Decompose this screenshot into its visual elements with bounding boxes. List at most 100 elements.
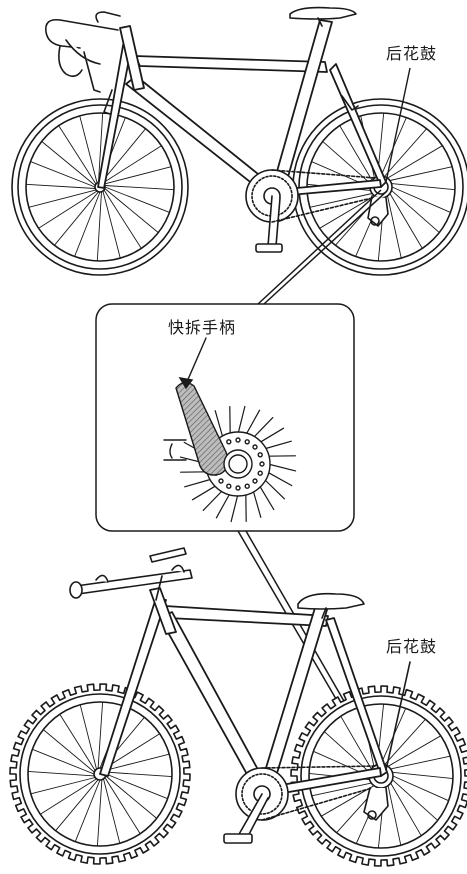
spoke [104,753,170,771]
mtb-hub-pointer [385,661,411,771]
spoke [389,193,423,249]
spoke [103,778,121,844]
spoke [387,735,442,767]
flange-hole [252,478,258,484]
mtb-rear-hub-label: 后花鼓 [386,637,438,656]
spoke [391,779,439,821]
spoke [55,779,99,832]
closeup-spoke [245,409,261,436]
spoke [105,773,169,800]
quick-release-lever-label: 快拆手柄 [168,318,237,337]
road-frame [97,19,387,199]
mtb-saddle [297,592,365,610]
spoke [59,713,96,771]
spoke [104,186,170,213]
mtb-chain [261,765,377,821]
closeup-spoke [263,478,285,500]
spoke [102,190,121,259]
spoke [74,779,101,843]
spoke [104,188,159,234]
spoke [30,161,96,188]
spoke [387,195,402,259]
spoke [25,183,96,189]
flange-hole [226,483,232,489]
spoke [38,190,98,229]
spoke [309,193,373,208]
spoke [340,715,372,770]
spoke [391,771,454,780]
spoke [392,775,450,802]
spoke [53,191,99,246]
spoke [389,166,453,181]
closeup-spoke [258,427,285,444]
closeup-spoke [202,489,224,511]
spoke [104,777,141,835]
spoke [319,195,375,229]
flange-hole [252,444,258,450]
closeup-spoke [252,489,262,518]
spoke [96,191,102,262]
flange-hole [259,461,265,467]
spoke [98,112,104,183]
closeup-spoke [184,478,213,488]
spoke [74,191,101,257]
spoke [105,775,158,819]
closeup-spoke [191,484,218,501]
spoke [79,115,98,184]
flange-hole [257,452,263,458]
spoke [28,189,97,208]
road-saddle [289,6,357,20]
spoke [387,785,402,846]
spoke [41,140,96,186]
spoke [96,779,103,847]
spoke [39,778,97,815]
spoke [391,183,456,191]
spoke [31,748,95,775]
spoke [384,718,426,766]
spoke [390,755,451,770]
spoke [27,770,95,777]
spoke [383,128,428,177]
spoke [387,145,443,179]
spoke [391,189,440,234]
road-bike [11,6,467,276]
closeup-spoke [267,463,297,472]
spoke [102,145,162,184]
spoke [105,771,173,778]
spoke [103,189,142,249]
flange-hole [226,439,232,445]
mtb-frame [99,587,388,797]
spoke [79,704,97,770]
mountain-bike [9,547,467,867]
flange-hole [244,439,250,445]
flange-hole [257,470,263,476]
spoke [42,729,95,773]
flange-hole [244,483,250,489]
closeup-spoke [252,417,274,439]
spoke [103,166,172,185]
road-front-wheel [11,98,189,276]
spoke [97,701,104,769]
road-crankset [245,169,299,253]
spoke [339,125,373,181]
road-chain [271,169,377,223]
road-handlebar [44,11,121,93]
closeup-spoke [237,405,246,435]
mtb-crankset [223,767,289,844]
flange-hole [218,478,224,484]
road-rear-hub-label: 后花鼓 [386,44,438,63]
mtb-handlebar [69,547,193,601]
spoke [101,128,147,183]
spoke [104,185,175,191]
closeup-spoke [230,493,239,523]
lever-pointer [185,337,207,385]
closeup-spoke [258,484,275,511]
spoke [311,782,372,797]
closeup-spoke [214,410,224,439]
flange-hole [235,485,241,491]
closeup-spoke [263,440,292,450]
spoke [390,782,422,837]
spoke [391,186,451,213]
spoke [30,777,96,795]
